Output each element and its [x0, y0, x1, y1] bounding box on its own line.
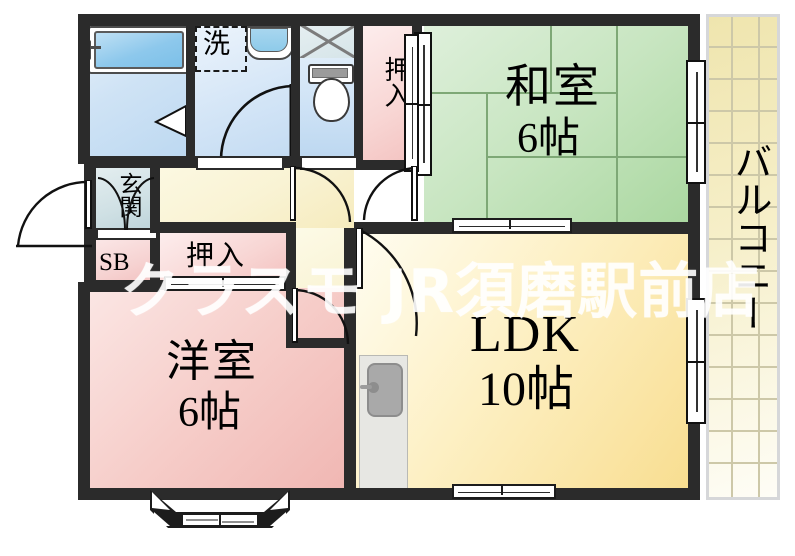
wall-exterior-top: [78, 14, 700, 26]
balcony-grid-line: [709, 430, 777, 432]
washing-machine-space: [195, 26, 247, 72]
balcony-grid-line: [709, 366, 777, 368]
window-ldk-bottom[interactable]: [452, 484, 556, 499]
closet-left: [156, 232, 288, 282]
balcony-grid-line: [709, 174, 777, 176]
closet-left-doors-split: [222, 276, 225, 287]
tatami-seam: [424, 92, 616, 94]
bay-window-yoshitsu[interactable]: [140, 488, 300, 536]
sliding-door-washitsu-ldk[interactable]: [452, 218, 572, 233]
tatami-seam: [486, 156, 616, 158]
balcony-grid-line: [709, 206, 777, 208]
room-yoshitsu: [88, 288, 350, 494]
tatami-seam: [550, 20, 552, 92]
kitchen-faucet-spout: [360, 385, 372, 389]
ldk-name: LDK: [470, 306, 580, 363]
balcony-label: バルコニー: [728, 142, 770, 332]
wall-bath-wash: [186, 20, 195, 160]
kitchen-faucet: [368, 382, 379, 393]
yoshitsu-name: 洋室: [166, 337, 258, 386]
balcony-grid-line: [709, 334, 777, 336]
room-balcony: [706, 14, 780, 500]
shoe-box: [94, 237, 150, 287]
toilet-bowl: [313, 78, 350, 122]
room-ldk: [356, 232, 694, 494]
sliding-door-ldk-balcony[interactable]: [686, 298, 706, 424]
room-washitsu: [424, 20, 694, 227]
balcony-grid-line: [709, 270, 777, 272]
balcony-grid-line: [709, 46, 777, 48]
wall-hall-right: [286, 222, 296, 348]
wall-exterior-left: [78, 14, 90, 164]
washitsu-name: 和室: [505, 61, 601, 112]
balcony-grid-line: [709, 462, 777, 464]
toilet-tank-lid: [312, 68, 348, 78]
ldk-size: 10帖: [478, 363, 575, 416]
wall-wc-closet: [354, 20, 363, 168]
balcony-grid-line: [709, 302, 777, 304]
wall-yoshitsu-ldk: [344, 228, 356, 500]
yoshitsu-door[interactable]: [292, 288, 350, 346]
ldk-door[interactable]: [356, 228, 428, 340]
yoshitsu-size: 6帖: [178, 390, 242, 436]
balcony-grid-line: [709, 78, 777, 80]
balcony-grid-line: [709, 110, 777, 112]
balcony-grid-line: [709, 142, 777, 144]
washing-machine-label: 洗: [203, 29, 230, 60]
toilet-threshold: [300, 156, 358, 170]
tatami-seam: [486, 92, 488, 227]
tatami-seam: [616, 156, 694, 158]
bathtub: [94, 31, 184, 69]
toilet-upper-vent: [300, 22, 356, 58]
closet-top-label: 押入: [381, 56, 410, 108]
wall-wash-wc: [291, 20, 300, 160]
washroom-threshold: [196, 156, 284, 170]
genkan-inner-door[interactable]: [96, 176, 156, 232]
closet-left-label: 押入: [186, 241, 247, 272]
balcony-grid-line: [758, 17, 760, 497]
shoe-box-label: SB: [99, 249, 130, 276]
washbasin-bowl: [250, 28, 288, 52]
wall-exterior-left-lower: [78, 282, 90, 500]
balcony-grid-line: [709, 398, 777, 400]
window-ldk-bottom-split: [501, 484, 504, 495]
wall-hall-yoshitsu-top: [150, 222, 296, 233]
sliding-door-washitsu-ldk-split: [509, 218, 512, 229]
washroom-door[interactable]: [193, 84, 295, 162]
washitsu-size: 6帖: [517, 116, 581, 162]
wall-closet-bottom: [354, 160, 422, 170]
window-washitsu-right[interactable]: [686, 60, 706, 184]
wall-yoshitsu-ldk-stub: [286, 338, 346, 348]
hall-door-washitsu[interactable]: [362, 166, 418, 222]
bathtub-spout: [87, 46, 101, 49]
closet-left-doors[interactable]: [164, 276, 286, 291]
balcony-grid-line: [709, 238, 777, 240]
hall-door-washroom[interactable]: [290, 166, 352, 224]
bath-door-glyph: [153, 104, 187, 138]
balcony-grid-line: [731, 17, 733, 497]
wall-genkan-bottom: [84, 280, 160, 292]
closet-top-doors[interactable]: [404, 34, 419, 172]
entrance-door[interactable]: [14, 180, 94, 252]
tatami-seam: [616, 20, 618, 227]
